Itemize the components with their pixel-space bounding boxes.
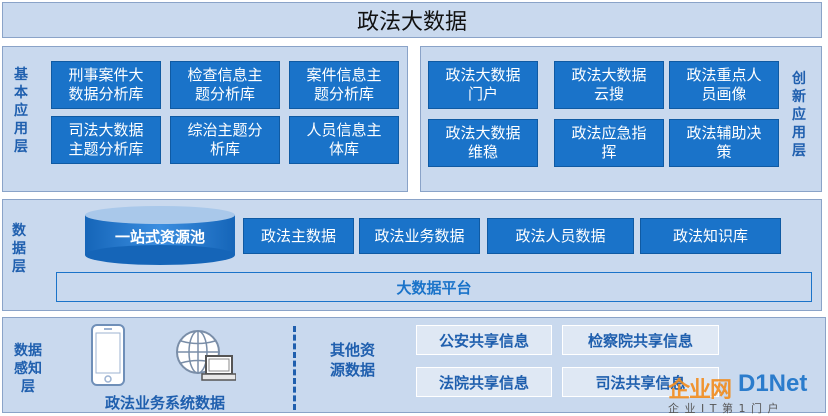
data-box-business-data: 政法业务数据 — [359, 218, 480, 254]
box-line: 政法大数据 — [445, 66, 521, 84]
basic-label-char: 本 — [14, 85, 28, 101]
watermark-brand-en: D1Net — [738, 370, 808, 397]
mobile-phone-icon — [91, 324, 125, 386]
box-line: 刑事案件大 — [68, 66, 144, 84]
resource-pool-cylinder-icon — [85, 206, 235, 265]
box-line: 政法重点人 — [686, 66, 762, 84]
box-line: 题分析库 — [194, 85, 255, 103]
innovation-label-char: 用 — [792, 125, 806, 141]
box-line: 策 — [716, 143, 732, 161]
basic-box-comprehensive: 综治主题分析库 — [170, 116, 280, 164]
resource-pool-label: 一站式资源池 — [114, 227, 205, 246]
share-box-procuratorate: 检察院共享信息 — [562, 325, 719, 355]
basic-layer-label: 基 本 应 用 层 — [12, 66, 30, 156]
box-line: 数据分析库 — [68, 85, 144, 103]
globe-laptop-icon — [176, 330, 236, 381]
share-box-court: 法院共享信息 — [416, 367, 552, 397]
box-line: 政法大数据 — [445, 124, 521, 142]
perception-layer-label: 数据 感知 层 — [8, 342, 48, 396]
box-line: 政法辅助决 — [686, 124, 762, 142]
basic-box-criminal-case: 刑事案件大数据分析库 — [51, 61, 161, 109]
share-box-public-security: 公安共享信息 — [416, 325, 552, 355]
innovation-box-stability: 政法大数据维稳 — [428, 119, 538, 167]
box-line: 主题分析库 — [68, 140, 144, 158]
box-line: 司法大数据 — [68, 121, 144, 139]
data-layer-label: 数 据 层 — [10, 222, 28, 276]
basic-label-char: 层 — [14, 139, 28, 155]
business-system-data-label: 政法业务系统数据 — [104, 394, 225, 412]
innovation-box-portal: 政法大数据门户 — [428, 61, 538, 109]
box-line: 题分析库 — [313, 85, 374, 103]
basic-label-char: 应 — [14, 103, 28, 119]
innovation-box-emergency-command: 政法应急指挥 — [554, 119, 664, 167]
other-resource-line: 源数据 — [330, 361, 376, 379]
data-box-master-data: 政法主数据 — [243, 218, 354, 254]
data-box-personnel-data: 政法人员数据 — [487, 218, 634, 254]
basic-label-char: 基 — [14, 67, 28, 83]
innovation-layer-label: 创 新 应 用 层 — [790, 70, 808, 160]
data-label-char: 据 — [12, 241, 26, 257]
box-line: 员画像 — [701, 85, 747, 103]
perception-label-line: 数据 — [14, 343, 42, 359]
box-line: 门户 — [467, 85, 498, 103]
box-line: 维稳 — [467, 143, 498, 161]
share-box-judicial: 司法共享信息 — [562, 367, 719, 397]
box-line: 析库 — [209, 140, 240, 158]
box-line: 检查信息主 — [187, 66, 263, 84]
box-line: 体库 — [328, 140, 359, 158]
innovation-label-char: 应 — [792, 107, 806, 123]
basic-box-judicial-big-data: 司法大数据主题分析库 — [51, 116, 161, 164]
page-title: 政法大数据 — [2, 2, 822, 38]
box-line: 案件信息主 — [306, 66, 382, 84]
dashed-divider — [293, 326, 296, 410]
innovation-box-key-person-profile: 政法重点人员画像 — [669, 61, 779, 109]
box-line: 挥 — [601, 143, 617, 161]
innovation-box-decision-support: 政法辅助决策 — [669, 119, 779, 167]
data-box-knowledge-base: 政法知识库 — [640, 218, 781, 254]
innovation-box-cloud-search: 政法大数据云搜 — [554, 61, 664, 109]
perception-label-line: 层 — [21, 379, 35, 395]
basic-box-personnel-info: 人员信息主体库 — [289, 116, 399, 164]
box-line: 人员信息主 — [306, 121, 382, 139]
basic-box-case-info: 案件信息主题分析库 — [289, 61, 399, 109]
box-line: 云搜 — [593, 85, 624, 103]
watermark-tagline: 企 业 I T 第 1 门 户 — [668, 402, 780, 415]
innovation-label-char: 创 — [792, 71, 806, 87]
data-label-char: 数 — [12, 223, 26, 239]
big-data-platform: 大数据平台 — [56, 272, 812, 302]
page-title-text: 政法大数据 — [356, 10, 467, 35]
box-line: 政法应急指 — [571, 124, 647, 142]
other-resource-line: 其他资 — [330, 341, 376, 359]
innovation-label-char: 层 — [792, 143, 806, 159]
innovation-label-char: 新 — [792, 89, 806, 105]
basic-box-inspection-info: 检查信息主题分析库 — [170, 61, 280, 109]
box-line: 政法大数据 — [571, 66, 647, 84]
data-label-char: 层 — [12, 259, 26, 275]
watermark-brand-cn: 企业网 — [668, 378, 732, 403]
box-line: 综治主题分 — [187, 121, 263, 139]
basic-label-char: 用 — [14, 121, 28, 137]
other-resource-data-label: 其他资 源数据 — [330, 340, 390, 380]
perception-label-line: 感知 — [14, 361, 42, 377]
